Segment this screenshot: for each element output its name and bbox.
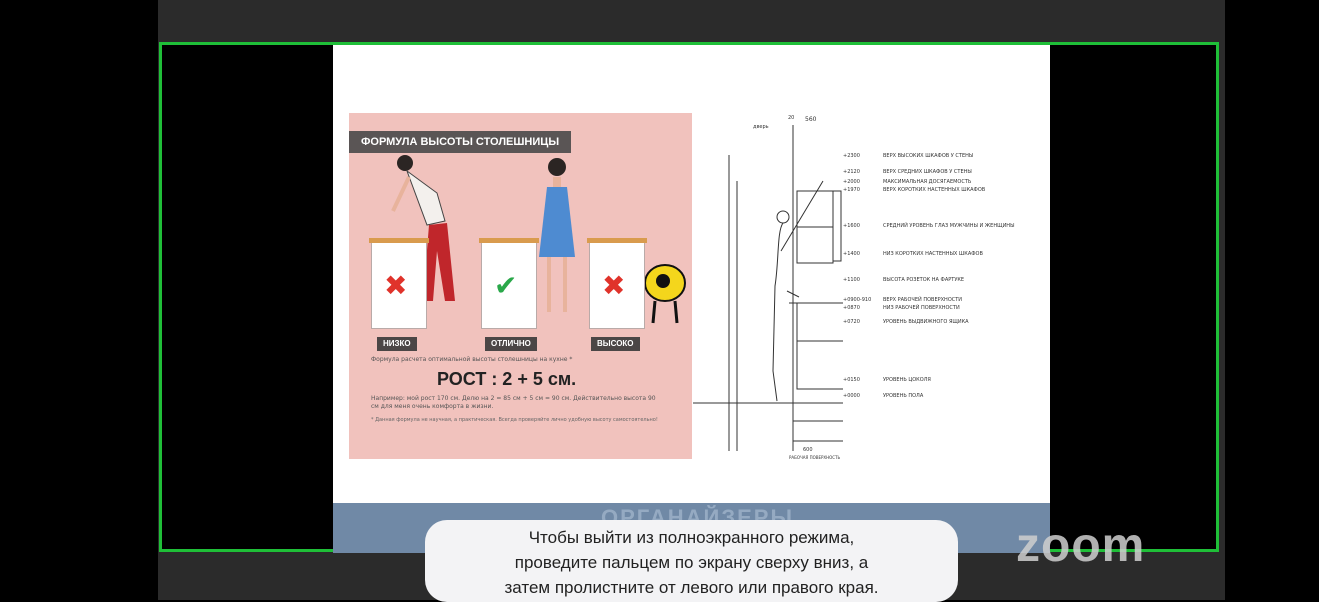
hint-line-3: затем пролистните от левого или правого … [504, 578, 879, 597]
figure-low [391, 155, 455, 301]
figure-high [644, 264, 686, 324]
infographic-title: ФОРМУЛА ВЫСОТЫ СТОЛЕШНИЦЫ [349, 131, 572, 153]
formula: РОСТ : 2 + 5 см. [437, 369, 577, 389]
zoom-logo: zoom [1016, 519, 1146, 572]
counter-low: ✖ [369, 238, 429, 329]
hint-line-2: проведите пальцем по экрану сверху вниз,… [514, 553, 869, 572]
diagram-drawing: 560 дверь 20 600 РАБОЧАЯ ПОВЕРХНОСТЬ [693, 115, 843, 460]
label-ok: ОТЛИЧНО [485, 337, 537, 351]
dim-door: дверь [753, 124, 769, 130]
countertop-infographic: ФОРМУЛА ВЫСОТЫ СТОЛЕШНИЦЫ ✖ ✔ ✖ НИЗКО ОТ… [349, 113, 692, 459]
fullscreen-exit-hint[interactable]: Чтобы выйти из полноэкранного режима, пр… [425, 520, 958, 602]
dim-left: 20 [788, 115, 794, 121]
check-icon: ✔ [494, 269, 518, 302]
dim-top: 560 [805, 116, 817, 123]
cross-icon: ✖ [602, 269, 626, 302]
kitchen-height-diagram: 560 дверь 20 600 РАБОЧАЯ ПОВЕРХНОСТЬ +23… [693, 111, 1033, 463]
figure-ok [539, 158, 575, 312]
formula-note: * Данная формула не научная, а практичес… [371, 417, 658, 423]
label-low: НИЗКО [377, 337, 417, 351]
counter-high: ✖ [587, 238, 647, 329]
dim-bottom-label: РАБОЧАЯ ПОВЕРХНОСТЬ [789, 455, 841, 460]
hint-line-1: Чтобы выйти из полноэкранного режима, [528, 528, 855, 547]
formula-example: Например: мой рост 170 см. Делю на 2 = 8… [371, 395, 656, 410]
counter-ok: ✔ [479, 238, 539, 329]
cross-icon: ✖ [384, 269, 408, 302]
shared-slide: ФОРМУЛА ВЫСОТЫ СТОЛЕШНИЦЫ ✖ ✔ ✖ НИЗКО ОТ… [333, 45, 1050, 553]
label-high: ВЫСОКО [591, 337, 640, 351]
dim-bottom: 600 [803, 447, 813, 453]
formula-caption: Формула расчета оптимальной высоты столе… [371, 356, 573, 363]
